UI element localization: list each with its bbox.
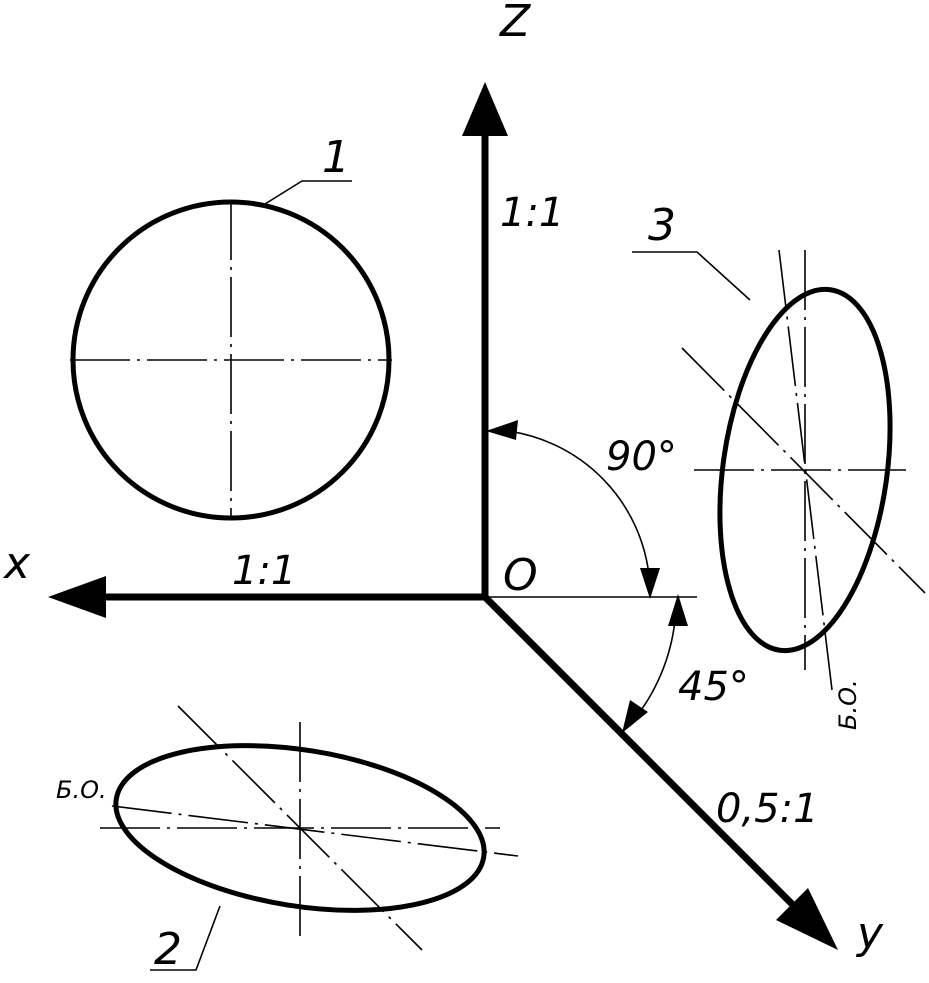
ellipse-3-diagonal-centerline	[681, 347, 926, 594]
angle-45-arc	[622, 594, 688, 733]
circle-1	[70, 180, 392, 521]
leader-1	[264, 180, 352, 205]
z-axis-arrowhead	[462, 82, 508, 136]
leader-3	[632, 251, 751, 301]
origin-label: O	[503, 550, 538, 601]
z-axis-scale: 1:1	[500, 190, 564, 236]
ellipse-3-number: 3	[648, 200, 676, 251]
ellipse-2-minor-axis-label: Б.О.	[56, 776, 107, 804]
circle-1-number: 1	[322, 132, 350, 183]
x-axis	[48, 576, 485, 618]
y-axis-label: y	[855, 908, 884, 959]
x-axis-label: x	[2, 538, 31, 589]
angle-90-arc	[486, 420, 660, 599]
angle-45-label: 45°	[678, 664, 749, 710]
ellipse-2-number: 2	[154, 924, 182, 975]
ellipse-3-minor-axis-line	[778, 249, 833, 691]
z-axis-label: Z	[499, 0, 531, 47]
z-axis	[462, 82, 508, 598]
y-axis-scale: 0,5:1	[716, 786, 819, 832]
ellipse-3-minor-axis-label: Б.О.	[834, 679, 862, 730]
ellipse-2-diagonal-centerline	[177, 705, 423, 951]
x-axis-scale: 1:1	[232, 548, 296, 594]
angle-90-label: 90°	[606, 434, 677, 480]
leader-2	[150, 905, 221, 971]
y-axis-arrowhead	[776, 888, 838, 950]
x-axis-arrowhead	[48, 576, 106, 618]
ellipse-3	[632, 249, 926, 691]
ellipse-2-minor-axis-line	[111, 805, 519, 857]
y-axis	[482, 594, 838, 950]
ellipse-2	[100, 705, 519, 971]
